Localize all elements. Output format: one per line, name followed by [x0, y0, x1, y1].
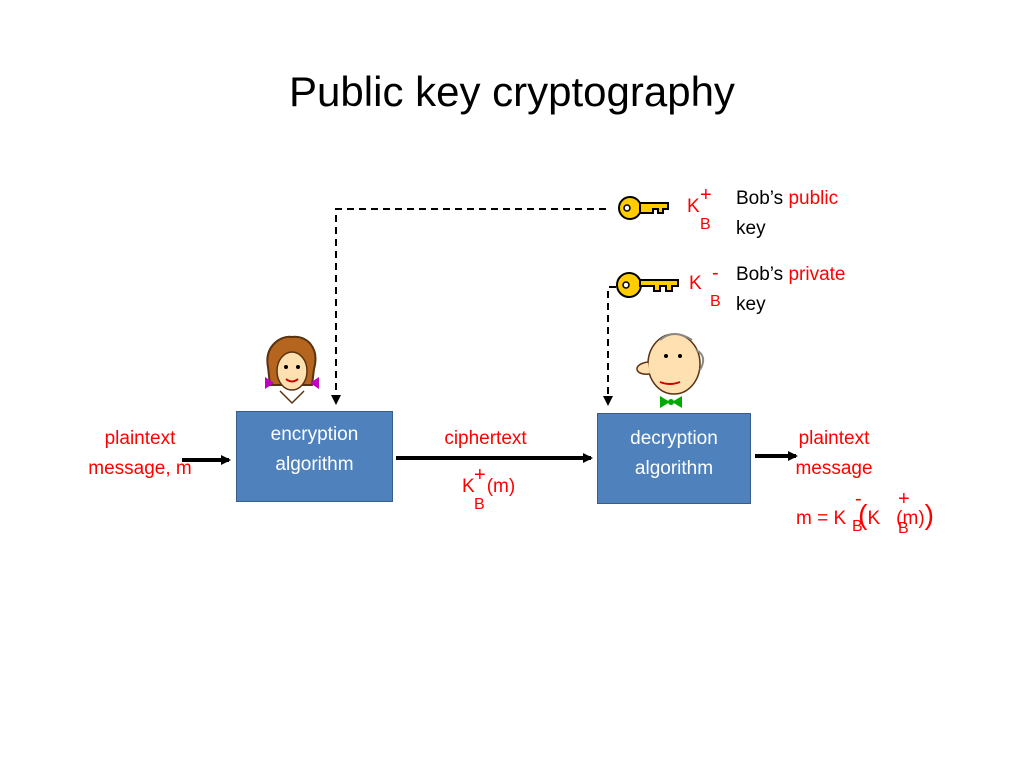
- output-line-1: plaintext: [798, 428, 870, 449]
- alice-face-icon: [265, 335, 319, 405]
- decryption-line-2: algorithm: [634, 458, 714, 479]
- ciphertext-subscript: B: [474, 496, 485, 513]
- output-formula-rest: (m): [896, 508, 925, 529]
- public-key-description: Bob’s public key: [736, 184, 876, 244]
- private-key-subscript: B: [710, 293, 721, 310]
- input-line-2: message, m: [88, 458, 192, 479]
- decryption-algorithm-box: decryption algorithm: [597, 413, 751, 504]
- output-line-2: message: [795, 458, 873, 479]
- public-key-symbol: K: [687, 192, 700, 222]
- decryption-line-1: decryption: [630, 428, 718, 449]
- input-line-1: plaintext: [104, 428, 176, 449]
- public-key-subscript: B: [700, 216, 711, 233]
- encryption-algorithm-box: encryption algorithm: [236, 411, 393, 502]
- private-key-connector: [603, 286, 616, 406]
- private-key-kind: private: [788, 264, 846, 285]
- output-formula-open: (: [858, 499, 868, 530]
- private-key-owner: Bob’s: [736, 264, 784, 285]
- public-key-word: key: [736, 218, 766, 239]
- public-key-icon: [618, 196, 669, 220]
- output-formula-sup1: -: [855, 488, 862, 510]
- ciphertext-formula: K (m): [462, 472, 515, 502]
- output-formula-close: ): [924, 499, 934, 530]
- encryption-line-2: algorithm: [275, 454, 354, 475]
- ciphertext-k: K: [462, 476, 475, 497]
- output-formula-prefix: m = K: [796, 508, 847, 529]
- private-key-icon: [616, 272, 679, 298]
- public-key-connector: [331, 208, 606, 405]
- public-key-letter: K: [687, 196, 700, 217]
- public-key-owner: Bob’s: [736, 188, 784, 209]
- private-key-symbol: K: [689, 273, 702, 294]
- output-formula: m = K (K (m)): [796, 500, 934, 534]
- public-key-superscript: +: [700, 184, 712, 206]
- input-plaintext-label: plaintext message, m: [70, 424, 210, 484]
- output-formula-k2: K: [867, 508, 881, 529]
- private-key-word: key: [736, 294, 766, 315]
- ciphertext-m: (m): [486, 476, 516, 497]
- page-title: Public key cryptography: [289, 68, 735, 115]
- output-formula-sub1: B: [852, 518, 863, 535]
- output-formula-sup2: +: [898, 488, 910, 510]
- ciphertext-superscript: +: [474, 464, 486, 486]
- ciphertext-label: ciphertext: [444, 428, 527, 449]
- public-key-kind: public: [788, 188, 839, 209]
- private-key-superscript: -: [712, 262, 719, 284]
- output-formula-sub2: B: [898, 520, 909, 537]
- bob-face-icon: [636, 333, 705, 408]
- encryption-line-1: encryption: [270, 424, 359, 445]
- private-key-description: Bob’s private key: [736, 260, 886, 320]
- output-plaintext-label: plaintext message: [782, 424, 886, 484]
